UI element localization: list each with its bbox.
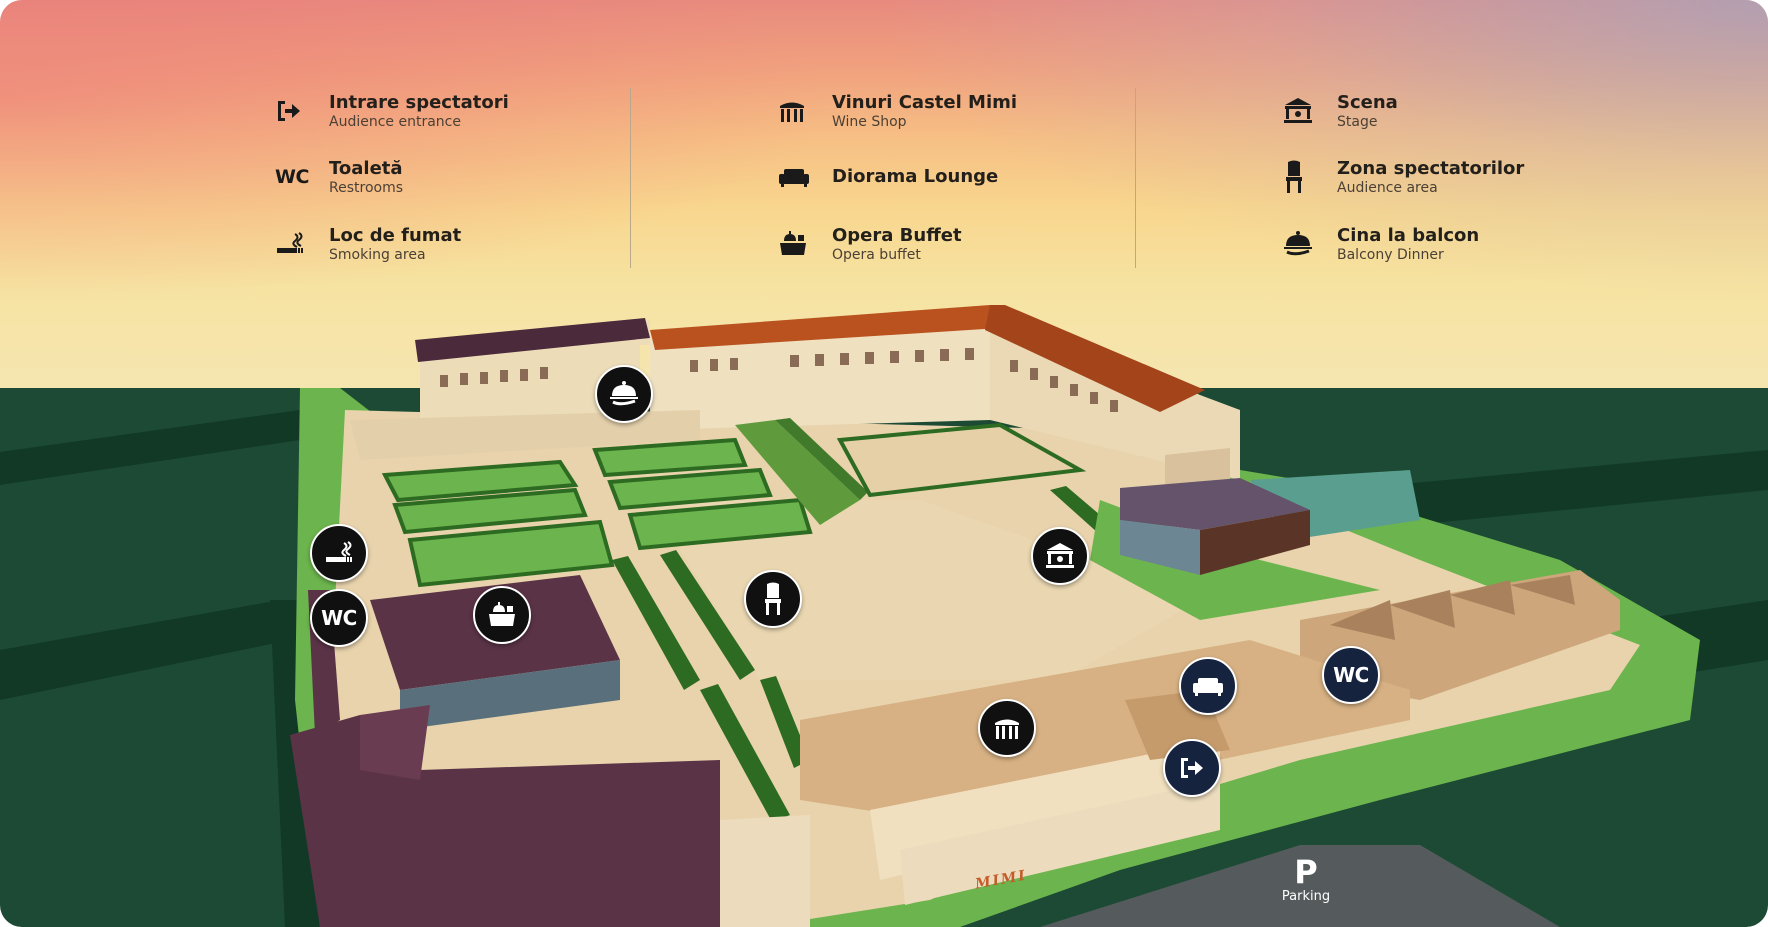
palace-center-wall	[650, 318, 990, 430]
entrance-arrow-icon	[275, 91, 319, 131]
stage-icon	[1283, 91, 1327, 131]
wc-icon-text: WC	[275, 166, 309, 188]
legend-title-smoking: Loc de fumat	[329, 224, 462, 246]
front-wall	[900, 780, 1220, 905]
legend-subtitle-smoking: Smoking area	[329, 246, 426, 263]
pyramid-pavilion	[735, 420, 860, 525]
buffet-icon	[489, 602, 515, 626]
long-building-roof	[800, 640, 1410, 820]
wc-icon: WC	[321, 606, 357, 630]
legend-item-entrance: Intrare spectatori Audience entrance	[275, 88, 675, 134]
legend-subtitle-entrance: Audience entrance	[329, 113, 461, 130]
sofa-icon	[778, 157, 822, 197]
stage-pavilion-roof	[1120, 478, 1310, 530]
marker-restroom-west[interactable]: WC	[310, 589, 368, 647]
parking-marker[interactable]: P Parking	[1256, 855, 1356, 905]
marker-audience-entrance[interactable]	[1163, 739, 1221, 797]
stage-pavilion-wall	[1200, 510, 1310, 575]
marker-stage[interactable]	[1031, 527, 1089, 585]
legend-item-wine-shop: Vinuri Castel Mimi Wine Shop	[778, 88, 1178, 134]
cloche-icon	[610, 381, 638, 406]
warehouse-roof	[1300, 570, 1620, 700]
east-annex	[1165, 448, 1230, 485]
legend-title-restrooms: Toaletă	[329, 157, 403, 179]
road-west	[0, 410, 300, 485]
legend-divider-1	[630, 88, 631, 268]
legend-subtitle-wine-shop: Wine Shop	[832, 113, 907, 130]
sofa-icon	[1193, 678, 1223, 696]
legend-title-lounge: Diorama Lounge	[832, 166, 999, 187]
legend-title-buffet: Opera Buffet	[832, 224, 962, 246]
legend-item-buffet: Opera Buffet Opera buffet	[778, 221, 1178, 267]
marker-restroom-east[interactable]: WC	[1322, 646, 1380, 704]
parterre-5	[607, 467, 773, 511]
legend-item-balcony-dinner: Cina la balcon Balcony Dinner	[1283, 221, 1683, 267]
palace-front-terrace	[350, 410, 700, 460]
pyramid-pavilion-side	[775, 418, 868, 500]
stage-pavilion-glass	[1120, 520, 1200, 575]
parterre-4	[592, 437, 748, 478]
wine-shop-icon	[778, 91, 822, 131]
palace-windows	[440, 348, 1118, 412]
entrance-arrow-icon	[1181, 758, 1203, 778]
sky-warm-glow	[0, 0, 900, 320]
legend-title-stage: Scena	[1337, 91, 1398, 113]
warehouse-teeth	[1330, 575, 1575, 640]
palace-center-roof	[650, 305, 1000, 350]
sky-cool-glow	[868, 0, 1768, 300]
marker-balcony-dinner[interactable]	[595, 365, 653, 423]
stage-icon	[1046, 543, 1074, 568]
central-plaza	[650, 500, 1200, 680]
legend-subtitle-audience-area: Audience area	[1337, 179, 1438, 196]
road-west-2	[0, 600, 290, 700]
sw-building-tower	[360, 705, 430, 780]
west-building-glass	[400, 660, 620, 730]
legend-title-wine-shop: Vinuri Castel Mimi	[832, 91, 1018, 113]
buffet-icon	[778, 224, 822, 264]
legend-item-audience-area: Zona spectatorilor Audience area	[1283, 154, 1683, 200]
parking-icon: P	[1294, 853, 1318, 891]
marker-audience-area[interactable]	[744, 570, 802, 628]
parking-area	[1040, 845, 1560, 927]
legend-item-restrooms: WC Toaletă Restrooms	[275, 154, 675, 200]
marker-wine-shop[interactable]	[978, 699, 1036, 757]
legend-divider-2	[1135, 88, 1136, 268]
legend-title-balcony-dinner: Cina la balcon	[1337, 224, 1480, 246]
sw-building-wall	[720, 815, 810, 927]
marker-smoking-area[interactable]	[310, 524, 368, 582]
legend-item-lounge: Diorama Lounge	[778, 154, 1178, 200]
palace-west-wing-roof	[415, 318, 650, 362]
cloche-icon	[1283, 224, 1327, 264]
parterre-6	[627, 497, 813, 551]
chair-icon	[1283, 157, 1327, 197]
parterre-1	[381, 459, 579, 503]
legend-subtitle-buffet: Opera buffet	[832, 246, 921, 263]
chair-icon	[765, 582, 781, 615]
legend-subtitle-restrooms: Restrooms	[329, 179, 404, 196]
parterre-2	[392, 487, 588, 535]
legend-subtitle-balcony-dinner: Balcony Dinner	[1337, 246, 1444, 263]
marker-diorama-lounge[interactable]	[1179, 657, 1237, 715]
legend-title-entrance: Intrare spectatori	[329, 91, 509, 113]
legend-subtitle-stage: Stage	[1337, 113, 1378, 130]
parterre-ne	[836, 422, 1087, 498]
legend-item-stage: Scena Stage	[1283, 88, 1683, 134]
legend-item-smoking: Loc de fumat Smoking area	[275, 221, 675, 267]
parking-label: Parking	[1281, 889, 1331, 904]
wc-icon: WC	[275, 157, 319, 197]
legend-title-audience-area: Zona spectatorilor	[1337, 157, 1525, 179]
marker-opera-buffet[interactable]	[473, 586, 531, 644]
palace-east-wing-roof	[985, 305, 1205, 412]
cigarette-icon	[275, 224, 319, 264]
wc-icon: WC	[1333, 663, 1369, 687]
cigarette-icon	[326, 541, 352, 562]
wine-shop-icon	[995, 719, 1019, 739]
parterre-3	[407, 519, 615, 588]
